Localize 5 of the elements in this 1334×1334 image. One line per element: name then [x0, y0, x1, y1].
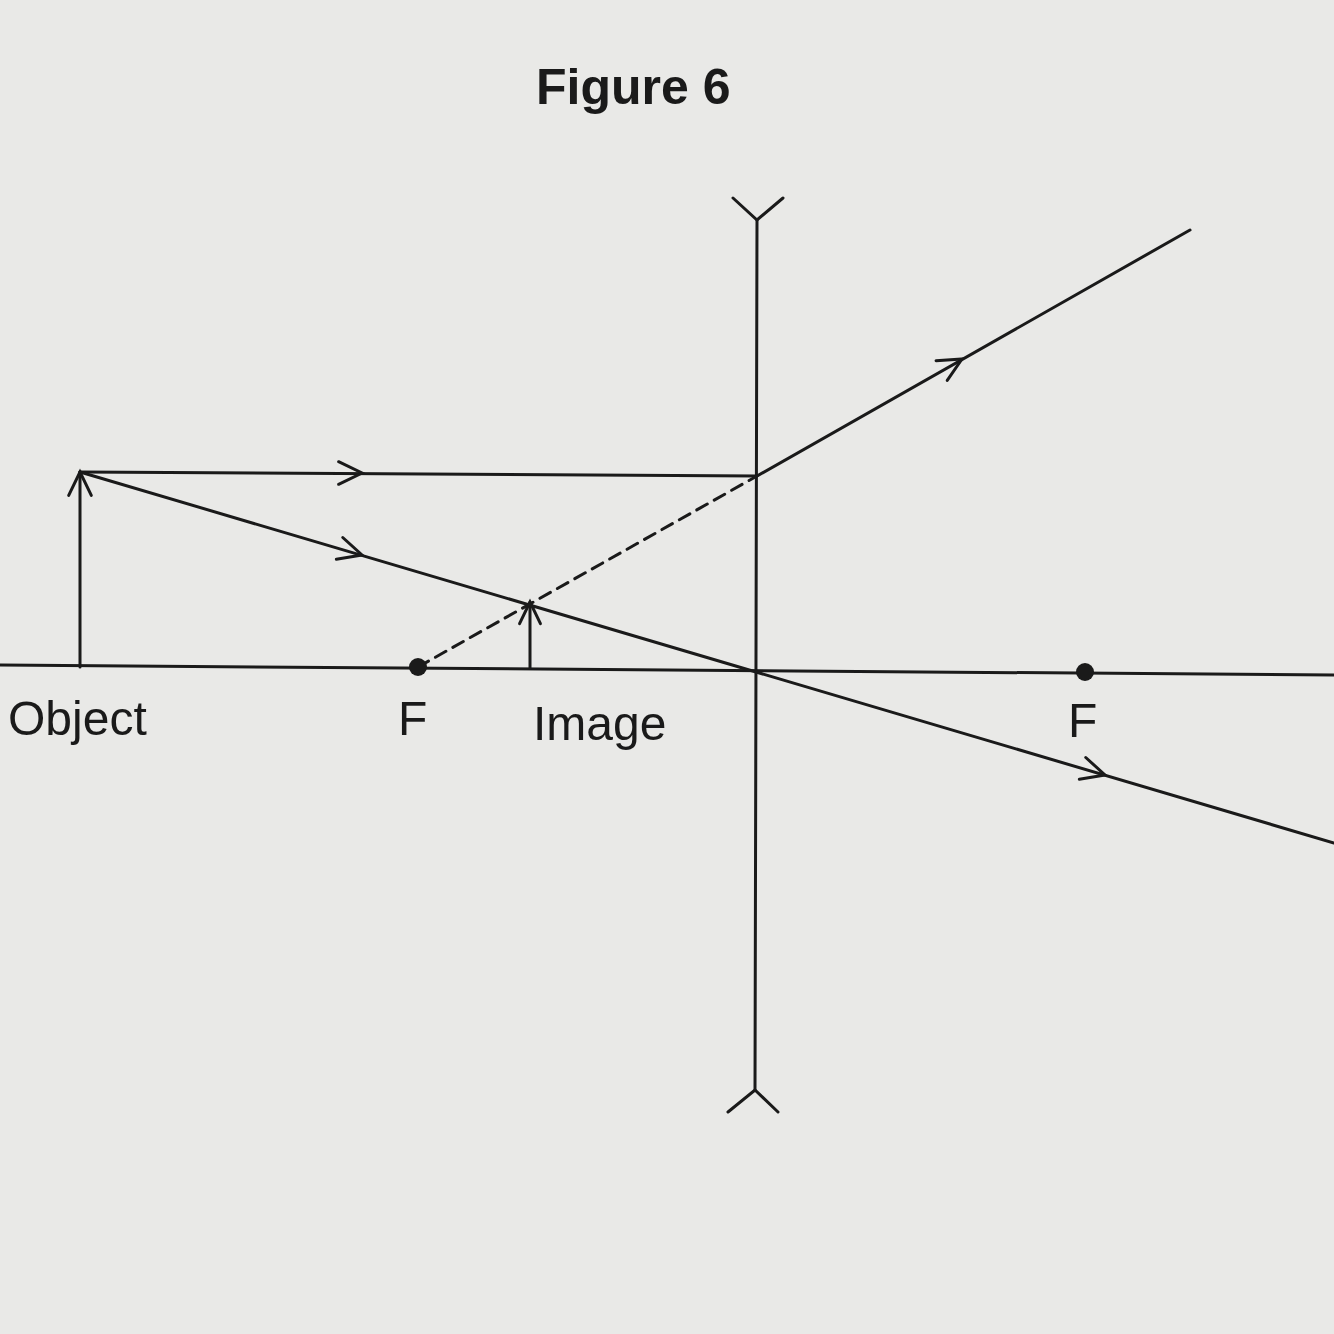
- focal-point-label: F: [1068, 697, 1098, 745]
- object-label: Object: [8, 695, 147, 743]
- image-label: Image: [533, 700, 667, 748]
- figure-title: Figure 6: [536, 62, 731, 112]
- focal-point-label: F: [398, 695, 428, 743]
